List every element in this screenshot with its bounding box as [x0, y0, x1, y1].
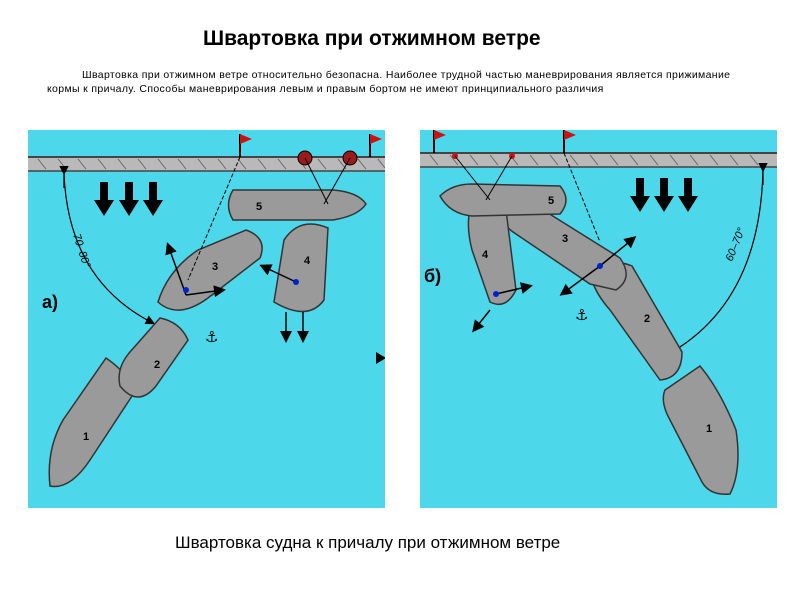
- flag-icon: [563, 130, 576, 153]
- anchor-icon: ⚓: [575, 307, 588, 324]
- flag-icon: [433, 130, 446, 153]
- anchor-icon: ⚓: [205, 329, 218, 346]
- svg-text:4: 4: [304, 255, 311, 267]
- svg-text:4: 4: [482, 249, 489, 261]
- approach-arc: [63, 172, 156, 325]
- ship-position-1: 1: [662, 364, 739, 495]
- diagram-b: 60–70° 1 2 3 4 5 ⚓ б): [420, 130, 777, 508]
- svg-text:2: 2: [154, 359, 160, 371]
- ship-position-2: 2: [118, 317, 189, 398]
- diagram-a: 70–80° 1 2 3 4 5 ⚓ а): [28, 130, 386, 508]
- svg-text:1: 1: [706, 423, 712, 435]
- intro-paragraph: Швартовка при отжимном ветре относительн…: [47, 69, 731, 95]
- wind-arrows-icon: [94, 182, 163, 216]
- panel-label-a: а): [42, 292, 58, 312]
- flag-icon: [239, 134, 252, 157]
- approach-arc: [669, 169, 764, 354]
- svg-text:1: 1: [83, 431, 89, 443]
- svg-text:5: 5: [256, 201, 262, 213]
- wind-arrows-icon: [630, 178, 698, 212]
- ship-position-4: 4: [273, 223, 329, 313]
- pier: [28, 157, 385, 171]
- svg-text:2: 2: [644, 313, 650, 325]
- svg-text:3: 3: [562, 233, 568, 245]
- flag-icon: [369, 134, 382, 157]
- ship-position-5: 5: [227, 189, 367, 221]
- svg-text:5: 5: [548, 195, 554, 207]
- svg-text:3: 3: [212, 261, 218, 273]
- panel-label-b: б): [424, 266, 441, 286]
- ship-position-5: 5: [439, 183, 567, 217]
